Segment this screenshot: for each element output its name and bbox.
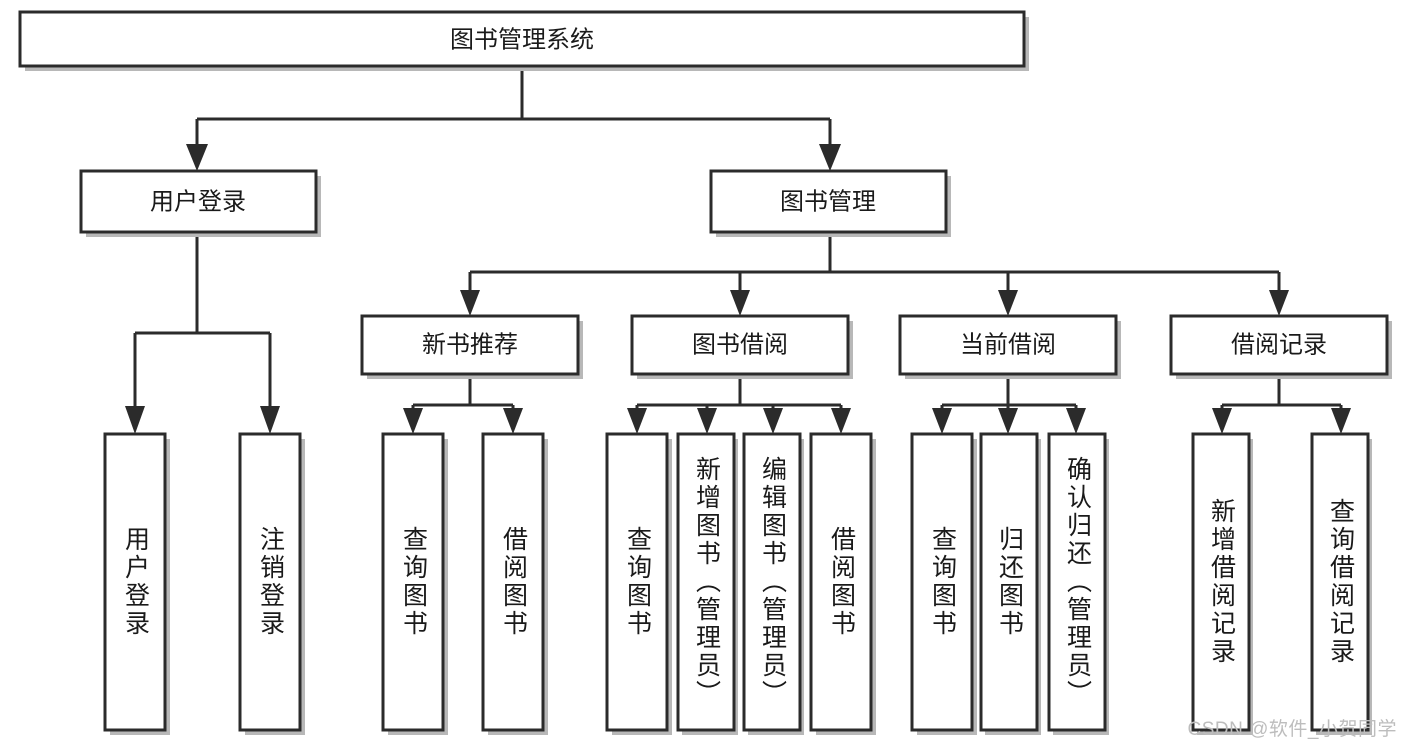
leaf-add-book-box[interactable] <box>676 432 736 732</box>
connector-book-borrow-trunk <box>635 374 843 412</box>
current-borrow-label: 当前借阅 <box>960 331 1056 358</box>
arrow-user-login <box>186 144 208 171</box>
arrow-new-book-rec <box>460 290 480 316</box>
new-book-rec-box[interactable] <box>360 314 580 376</box>
arrow-leaf-borrow-book-1 <box>503 408 523 434</box>
user-login-label: 用户登录 <box>150 188 246 215</box>
leaf-borrow-book-1-box[interactable] <box>481 432 545 732</box>
arrow-leaf-logout <box>260 406 280 434</box>
borrow-record-label: 借阅记录 <box>1231 331 1327 358</box>
arrow-leaf-borrow-book-2 <box>831 408 851 434</box>
arrow-leaf-query-book-3 <box>932 408 952 434</box>
root-box[interactable] <box>18 10 1026 68</box>
arrow-leaf-return-book <box>998 408 1018 434</box>
leaf-user-login-box[interactable] <box>103 432 167 732</box>
book-borrow-label: 图书借阅 <box>692 331 788 358</box>
user-login-box[interactable] <box>79 169 318 234</box>
leaf-logout-box[interactable] <box>238 432 302 732</box>
book-manage-label: 图书管理 <box>780 188 876 215</box>
arrow-leaf-query-book-2 <box>627 408 647 434</box>
arrow-leaf-add-record <box>1212 408 1232 434</box>
leaf-borrow-book-2-box[interactable] <box>809 432 873 732</box>
connector-root-trunk <box>195 66 832 148</box>
borrow-record-box[interactable] <box>1169 314 1389 376</box>
leaf-return-book-box[interactable] <box>979 432 1039 732</box>
leaf-query-book-1-box[interactable] <box>381 432 445 732</box>
book-manage-box[interactable] <box>709 169 948 234</box>
connector-layer <box>125 66 1351 434</box>
arrow-leaf-query-record <box>1331 408 1351 434</box>
connector-current-borrow-trunk <box>940 374 1078 412</box>
arrow-borrow-record <box>1269 290 1289 316</box>
current-borrow-box[interactable] <box>898 314 1118 376</box>
node-layer: 图书管理系统 用户登录 图书管理 新书推荐 图书借阅 当前借阅 借阅记录 <box>18 10 1392 735</box>
root-label: 图书管理系统 <box>450 26 594 53</box>
watermark-text: CSDN @软件_小贺同学 <box>1187 719 1397 740</box>
arrow-leaf-user-login <box>125 406 145 434</box>
leaf-query-record-box[interactable] <box>1310 432 1370 732</box>
arrow-leaf-edit-book <box>763 408 783 434</box>
leaf-add-record-box[interactable] <box>1191 432 1251 732</box>
new-book-rec-label: 新书推荐 <box>422 331 518 358</box>
arrow-leaf-confirm-return <box>1066 408 1086 434</box>
arrow-book-borrow <box>730 290 750 316</box>
leaf-query-book-2-box[interactable] <box>605 432 669 732</box>
arrow-leaf-query-book-1 <box>403 408 423 434</box>
arrow-book-manage <box>819 144 841 171</box>
leaf-query-book-3-box[interactable] <box>910 432 974 732</box>
arrow-current-borrow <box>998 290 1018 316</box>
leaf-edit-book-box[interactable] <box>742 432 802 732</box>
connector-borrow-record-trunk <box>1220 374 1343 412</box>
leaf-confirm-return-box[interactable] <box>1047 432 1107 732</box>
connector-book-manage-trunk <box>468 232 1281 292</box>
book-borrow-box[interactable] <box>630 314 850 376</box>
connector-user-login-trunk <box>133 232 272 406</box>
connector-new-book-rec-trunk <box>411 374 515 412</box>
arrow-leaf-add-book <box>697 408 717 434</box>
